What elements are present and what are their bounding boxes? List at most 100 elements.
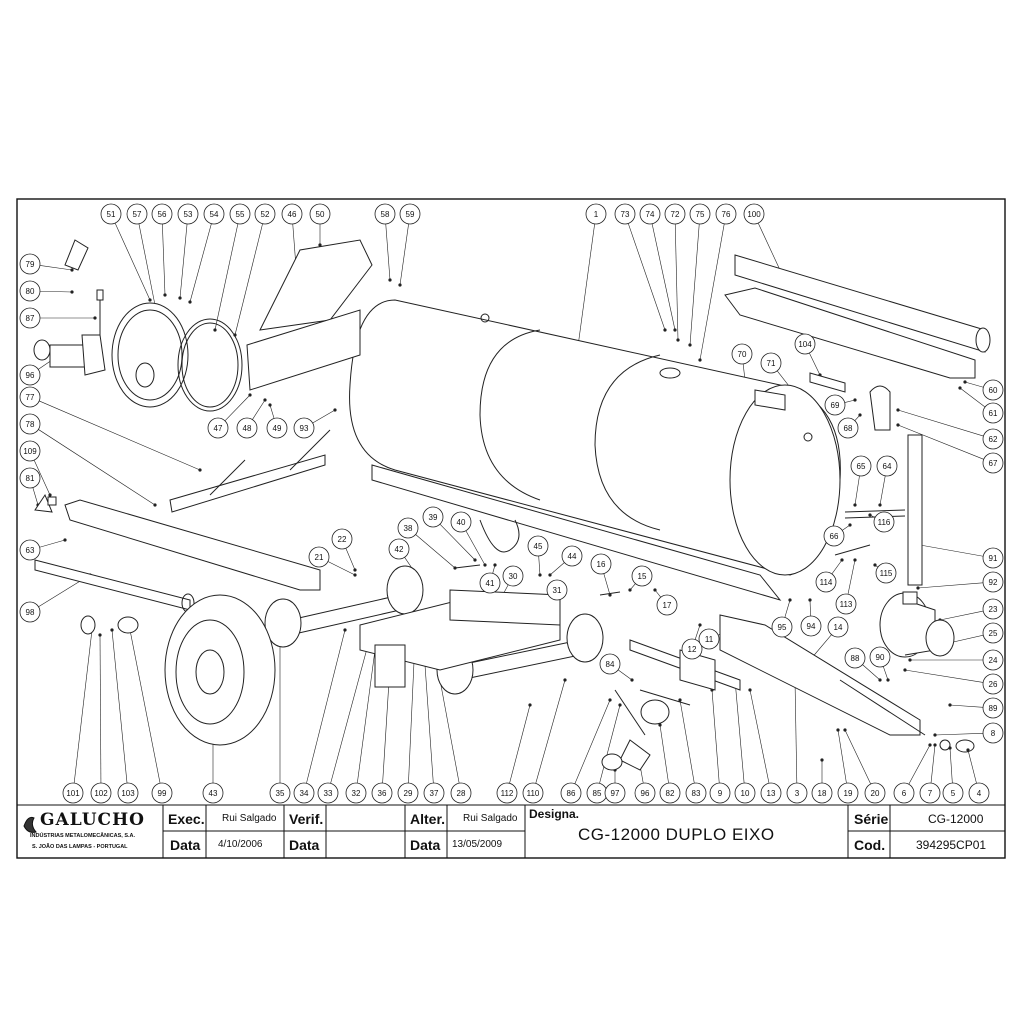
part-callout-55: 55	[229, 203, 251, 225]
callout-number: 13	[767, 789, 776, 798]
leader-line	[837, 729, 847, 784]
callout-number: 16	[597, 560, 606, 569]
callout-circle	[982, 428, 1004, 450]
part-callout-33: 33	[317, 782, 339, 804]
callout-number: 4	[977, 789, 982, 798]
galucho-logo-emblem	[23, 816, 37, 833]
part-callout-58: 58	[374, 203, 396, 225]
callout-number: 21	[315, 553, 324, 562]
leader-dot	[836, 728, 840, 732]
callout-circle	[19, 307, 41, 329]
callout-circle	[631, 565, 653, 587]
part-callout-110: 110	[522, 782, 544, 804]
title-block-lines	[16, 804, 1006, 859]
leader-dot	[748, 688, 752, 692]
part-callout-4: 4	[968, 782, 990, 804]
callout-circle	[423, 782, 445, 804]
callout-circle	[982, 402, 1004, 424]
part-callout-103: 103	[117, 782, 139, 804]
part-callout-42: 42	[388, 538, 410, 560]
lamp-part	[117, 616, 139, 634]
leader-line	[844, 399, 856, 403]
leader-dot	[933, 733, 937, 737]
leader-line	[964, 381, 984, 388]
leader-line	[99, 634, 102, 784]
part-callout-32: 32	[345, 782, 367, 804]
leader-dot	[98, 633, 102, 637]
leader-dot	[198, 468, 202, 472]
leader-line	[189, 223, 212, 303]
callout-number: 96	[26, 371, 35, 380]
brake-chamber-part	[640, 699, 670, 725]
company-name: GALUCHO	[40, 810, 145, 830]
leader-line	[415, 534, 456, 569]
callout-circle	[19, 413, 41, 435]
leader-dot	[848, 523, 852, 527]
callout-number: 86	[567, 789, 576, 798]
alter-value: Rui Salgado	[463, 813, 518, 824]
leader-line	[930, 744, 936, 784]
callout-circle	[942, 782, 964, 804]
part-callout-65: 65	[850, 455, 872, 477]
part-callout-94: 94	[800, 615, 822, 637]
leader-dot	[268, 403, 272, 407]
part-callout-16: 16	[590, 553, 612, 575]
callout-number: 33	[324, 789, 333, 798]
leader-dot	[958, 386, 962, 390]
callout-circle	[19, 601, 41, 623]
filler-part	[754, 389, 786, 411]
leader-dot	[493, 563, 497, 567]
part-callout-81: 81	[19, 467, 41, 489]
callout-number: 64	[883, 462, 892, 471]
leader-line	[734, 679, 745, 784]
wheel-part	[164, 594, 276, 746]
part-callout-40: 40	[450, 511, 472, 533]
part-callout-74: 74	[639, 203, 661, 225]
leader-dot	[916, 586, 920, 590]
part-callout-39: 39	[422, 506, 444, 528]
leader-line	[129, 629, 161, 784]
leader-line	[269, 404, 275, 419]
part-callout-19: 19	[837, 782, 859, 804]
callout-number: 31	[553, 586, 562, 595]
cover-plate-part	[259, 239, 373, 331]
part-callout-96: 96	[634, 782, 656, 804]
callout-number: 23	[989, 605, 998, 614]
callout-number: 36	[378, 789, 387, 798]
leader-line	[509, 704, 531, 784]
callout-number: 18	[818, 789, 827, 798]
callout-number: 65	[857, 462, 866, 471]
leader-line	[809, 599, 811, 617]
part-callout-86: 86	[560, 782, 582, 804]
leader-line	[399, 223, 409, 286]
callout-circle	[229, 203, 251, 225]
callout-circle	[639, 203, 661, 225]
callout-circle	[546, 579, 568, 601]
part-callout-49: 49	[266, 417, 288, 439]
callout-number: 39	[429, 513, 438, 522]
callout-number: 80	[26, 287, 35, 296]
callout-circle	[689, 203, 711, 225]
cod-label: Cod.	[854, 837, 886, 853]
callout-circle	[561, 545, 583, 567]
callout-circle	[982, 622, 1004, 644]
callout-circle	[685, 782, 707, 804]
callout-number: 101	[66, 789, 80, 798]
leader-line	[549, 562, 565, 576]
part-callout-92: 92	[982, 571, 1004, 593]
callout-number: 104	[798, 340, 812, 349]
leader-line	[883, 666, 889, 681]
leader-dot	[248, 393, 252, 397]
callout-circle	[207, 417, 229, 439]
data-alter-label: Data	[410, 837, 441, 853]
callout-number: 98	[26, 608, 35, 617]
leader-dot	[676, 338, 680, 342]
callout-number: 115	[880, 569, 893, 578]
callout-circle	[811, 782, 833, 804]
callout-circle	[151, 203, 173, 225]
callout-number: 6	[902, 789, 907, 798]
leader-dot	[528, 703, 532, 707]
leader-line	[627, 223, 666, 331]
leader-line	[327, 561, 356, 576]
